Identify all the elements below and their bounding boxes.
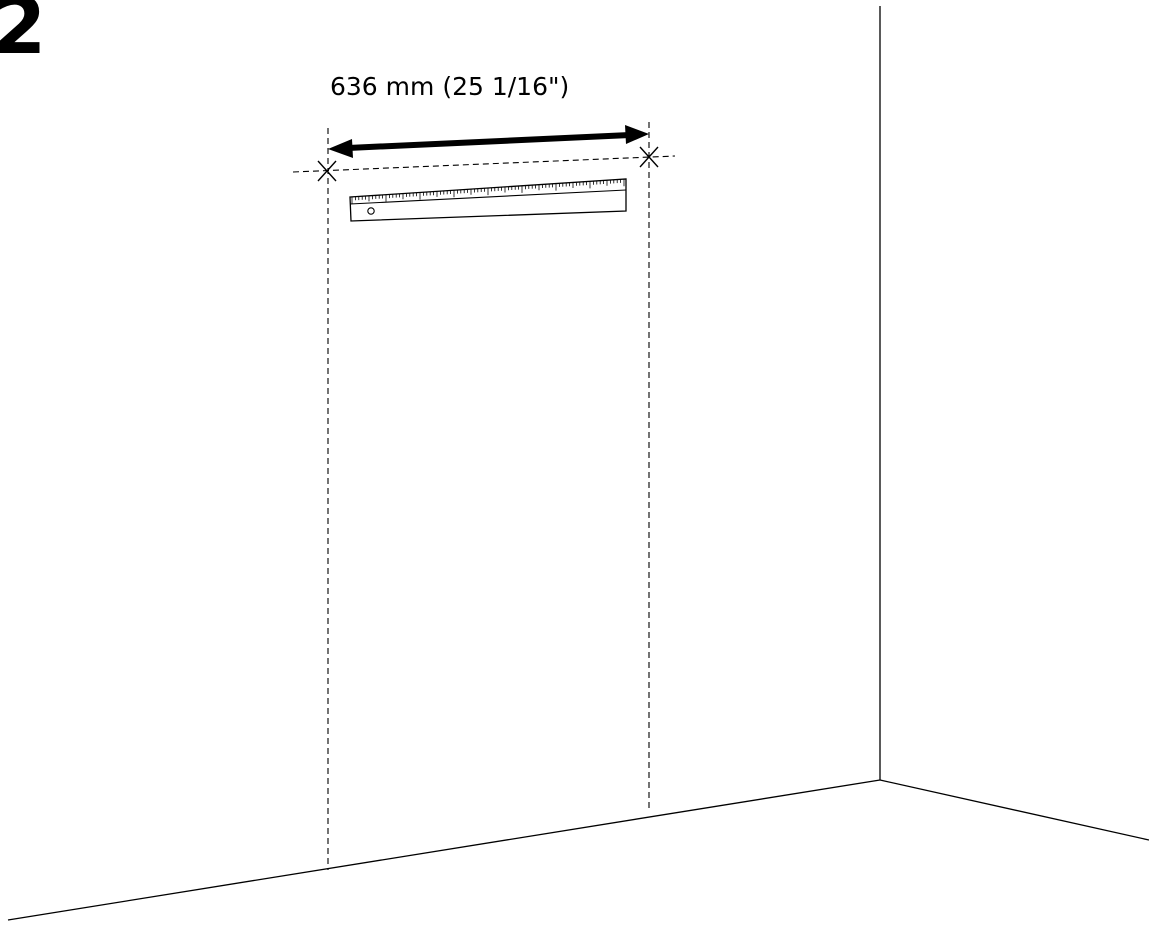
floor-edge-left [7, 779, 881, 921]
floor-edge-right [879, 779, 1149, 841]
room-outline [7, 6, 1149, 921]
horizontal-guide-line [292, 155, 676, 173]
double-arrow-icon [328, 125, 649, 158]
step-number: 2 [0, 0, 47, 72]
dimension-label: 636 mm (25 1/16") [330, 72, 570, 101]
mark-x-icon [317, 160, 337, 182]
vertical-guide-lines [327, 122, 650, 870]
ruler-icon [349, 178, 627, 222]
mark-x-icon [639, 146, 659, 168]
